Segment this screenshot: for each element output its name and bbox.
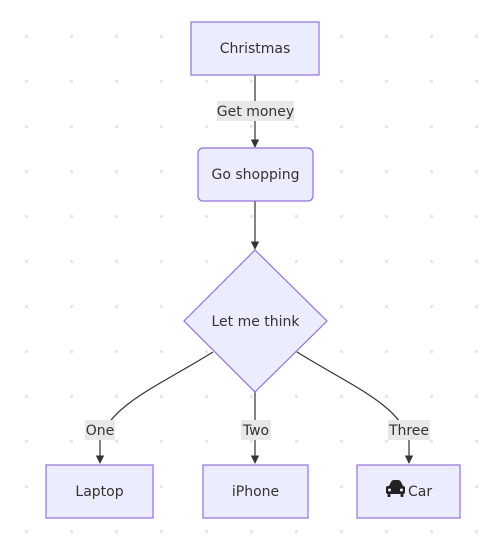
edge-label-two: Two <box>241 420 271 440</box>
edge-label-one: One <box>85 420 115 440</box>
node-car: Car <box>356 464 461 519</box>
edge-think-laptop <box>95 351 214 464</box>
node-iphone-label: iPhone <box>232 484 279 500</box>
node-car-label: Car <box>408 484 432 500</box>
node-let-me-think-label: Let me think <box>211 314 300 330</box>
edge-label-three: Three <box>388 420 430 440</box>
edge-label-one-text: One <box>86 423 115 439</box>
node-laptop-label: Laptop <box>75 484 123 500</box>
node-christmas-label: Christmas <box>220 41 291 57</box>
edge-label-get-money: Get money <box>217 101 294 121</box>
node-iphone: iPhone <box>202 464 309 519</box>
node-christmas: Christmas <box>190 21 320 76</box>
edge-label-three-text: Three <box>388 423 429 439</box>
edge-think-car <box>296 351 414 464</box>
edge-label-two-text: Two <box>242 423 269 439</box>
edge-label-get-money-text: Get money <box>217 104 294 120</box>
node-let-me-think: Let me think <box>183 249 328 393</box>
node-go-shopping: Go shopping <box>197 147 314 202</box>
node-laptop: Laptop <box>45 464 154 519</box>
car-icon <box>386 480 405 497</box>
node-go-shopping-label: Go shopping <box>211 167 299 183</box>
